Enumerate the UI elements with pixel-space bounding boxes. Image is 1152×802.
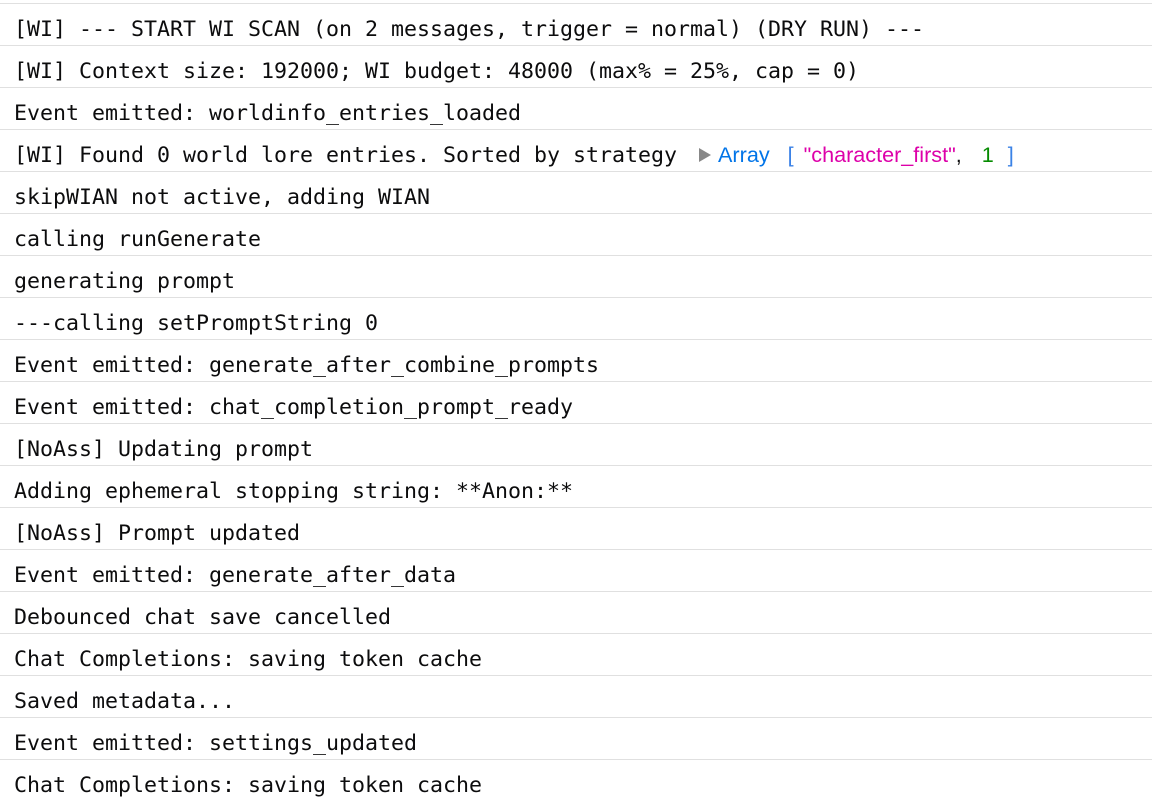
- console-row: Saved metadata...: [0, 675, 1152, 717]
- expand-triangle-icon[interactable]: [699, 148, 712, 162]
- array-preview[interactable]: Array [ "character_first", 1]: [718, 142, 1014, 168]
- console-row: Chat Completions: saving token cache: [0, 633, 1152, 675]
- log-message-text: Event emitted: settings_updated: [14, 730, 418, 756]
- log-message-text: Saved metadata...: [14, 688, 236, 714]
- console-row: skipWIAN not active, adding WIAN: [0, 171, 1152, 213]
- log-message-text: Event emitted: worldinfo_entries_loaded: [14, 100, 522, 126]
- log-message-text: Chat Completions: saving token cache: [14, 646, 483, 672]
- log-message-text: [NoAss] Updating prompt: [14, 436, 314, 462]
- open-bracket: [: [787, 142, 794, 167]
- console-row: Event emitted: settings_updated: [0, 717, 1152, 759]
- separator: ,: [955, 142, 962, 167]
- log-message-text: [WI] Context size: 192000; WI budget: 48…: [14, 58, 860, 84]
- log-message-text: Event emitted: generate_after_combine_pr…: [14, 352, 600, 378]
- console-row: Chat Completions: saving token cache: [0, 759, 1152, 801]
- log-message-text: generating prompt: [14, 268, 236, 294]
- console-row: [WI] --- START WI SCAN (on 2 messages, t…: [0, 3, 1152, 45]
- log-message-text: Event emitted: chat_completion_prompt_re…: [14, 394, 574, 420]
- log-message-text: [NoAss] Prompt updated: [14, 520, 301, 546]
- console-row: Debounced chat save cancelled: [0, 591, 1152, 633]
- log-message-text: [WI] --- START WI SCAN (on 2 messages, t…: [14, 16, 925, 42]
- log-message-text: [WI] Found 0 world lore entries. Sorted …: [14, 142, 678, 168]
- console-row: calling runGenerate: [0, 213, 1152, 255]
- log-message-text: Event emitted: generate_after_data: [14, 562, 457, 588]
- close-bracket: ]: [1007, 142, 1014, 167]
- console-row: [WI] Found 0 world lore entries. Sorted …: [0, 129, 1152, 171]
- log-message-text: calling runGenerate: [14, 226, 262, 252]
- console-row: generating prompt: [0, 255, 1152, 297]
- log-message-text: ---calling setPromptString 0: [14, 310, 379, 336]
- object-class-name[interactable]: Array: [718, 142, 770, 167]
- log-message-text: skipWIAN not active, adding WIAN: [14, 184, 431, 210]
- log-message-text: Chat Completions: saving token cache: [14, 772, 483, 798]
- console-row: Event emitted: worldinfo_entries_loaded: [0, 87, 1152, 129]
- console-row: ---calling setPromptString 0: [0, 297, 1152, 339]
- console-row: [WI] Context size: 192000; WI budget: 48…: [0, 45, 1152, 87]
- log-message-text: Adding ephemeral stopping string: **Anon…: [14, 478, 574, 504]
- console-row: Event emitted: generate_after_data: [0, 549, 1152, 591]
- log-message-text: Debounced chat save cancelled: [14, 604, 392, 630]
- console-row: [NoAss] Updating prompt: [0, 423, 1152, 465]
- console-row: Event emitted: generate_after_combine_pr…: [0, 339, 1152, 381]
- number-value: 1: [981, 142, 994, 167]
- console-row: Adding ephemeral stopping string: **Anon…: [0, 465, 1152, 507]
- console-row: Event emitted: chat_completion_prompt_re…: [0, 381, 1152, 423]
- console-row: [NoAss] Prompt updated: [0, 507, 1152, 549]
- string-value: "character_first": [803, 142, 956, 167]
